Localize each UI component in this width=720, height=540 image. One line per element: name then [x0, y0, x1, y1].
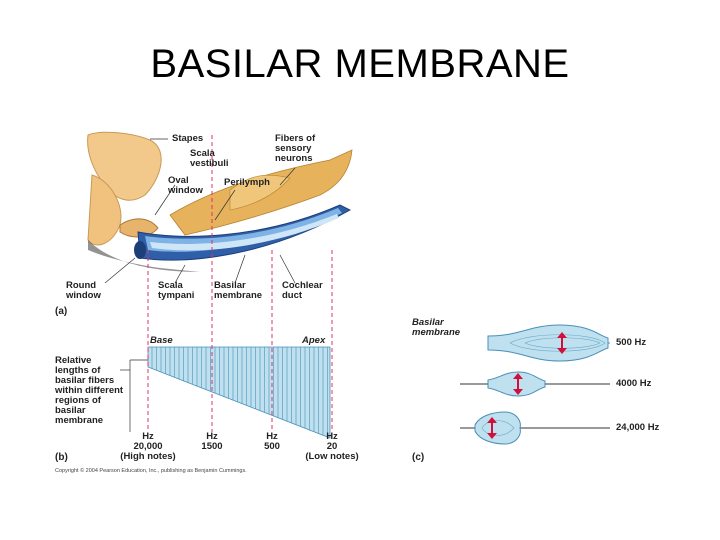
label-24000hz: 24,000 Hz [616, 422, 660, 433]
basilar-fibers-wedge [147, 346, 331, 439]
label-base: Base [150, 335, 173, 346]
membrane-500hz [487, 324, 610, 362]
label-oval-window: Oval window [168, 175, 203, 196]
copyright-text: Copyright © 2004 Pearson Education, Inc.… [55, 468, 247, 474]
label-scala-vestibuli: Scala vestibuli [190, 148, 229, 169]
freq-500: Hz 500 [264, 431, 280, 452]
label-round-window: Round window [66, 280, 101, 301]
label-perilymph: Perilymph [224, 177, 270, 188]
freq-20000: Hz 20,000 (High notes) [120, 431, 176, 462]
label-cochlear-duct: Cochlear duct [282, 280, 323, 301]
cochlear-duct-fluid [150, 214, 339, 251]
slide-title: BASILAR MEMBRANE [150, 42, 570, 86]
label-stapes: Stapes [172, 133, 204, 144]
panel-a-tag: (a) [55, 306, 68, 317]
scala-vestibuli-fluid [145, 208, 342, 252]
label-relative-lengths: Relative lengths of basilar fibers withi… [55, 355, 124, 426]
freq-1500: Hz 1500 [201, 431, 223, 452]
neuron-fibers [229, 174, 291, 211]
frequency-dashed-lines [147, 135, 333, 432]
label-scala-tympani: Scala tympani [158, 280, 195, 301]
label-apex: Apex [302, 335, 326, 346]
panel-c-tag: (c) [412, 452, 425, 463]
label-4000hz: 4000 Hz [616, 378, 652, 389]
membrane-4000hz [460, 371, 610, 397]
label-basilar-membrane-c: Basilar membrane [412, 317, 461, 338]
stapes-shape [119, 218, 159, 238]
label-fibers: Fibers of sensory neurons [275, 133, 316, 164]
membrane-24000hz [460, 411, 610, 445]
panel-b-tag: (b) [55, 452, 68, 463]
base-shading [88, 240, 200, 272]
label-500hz: 500 Hz [616, 337, 647, 348]
label-basilar-membrane: Basilar membrane [214, 280, 263, 301]
round-window-shape [134, 241, 146, 259]
freq-20: Hz 20 (Low notes) [305, 431, 359, 462]
